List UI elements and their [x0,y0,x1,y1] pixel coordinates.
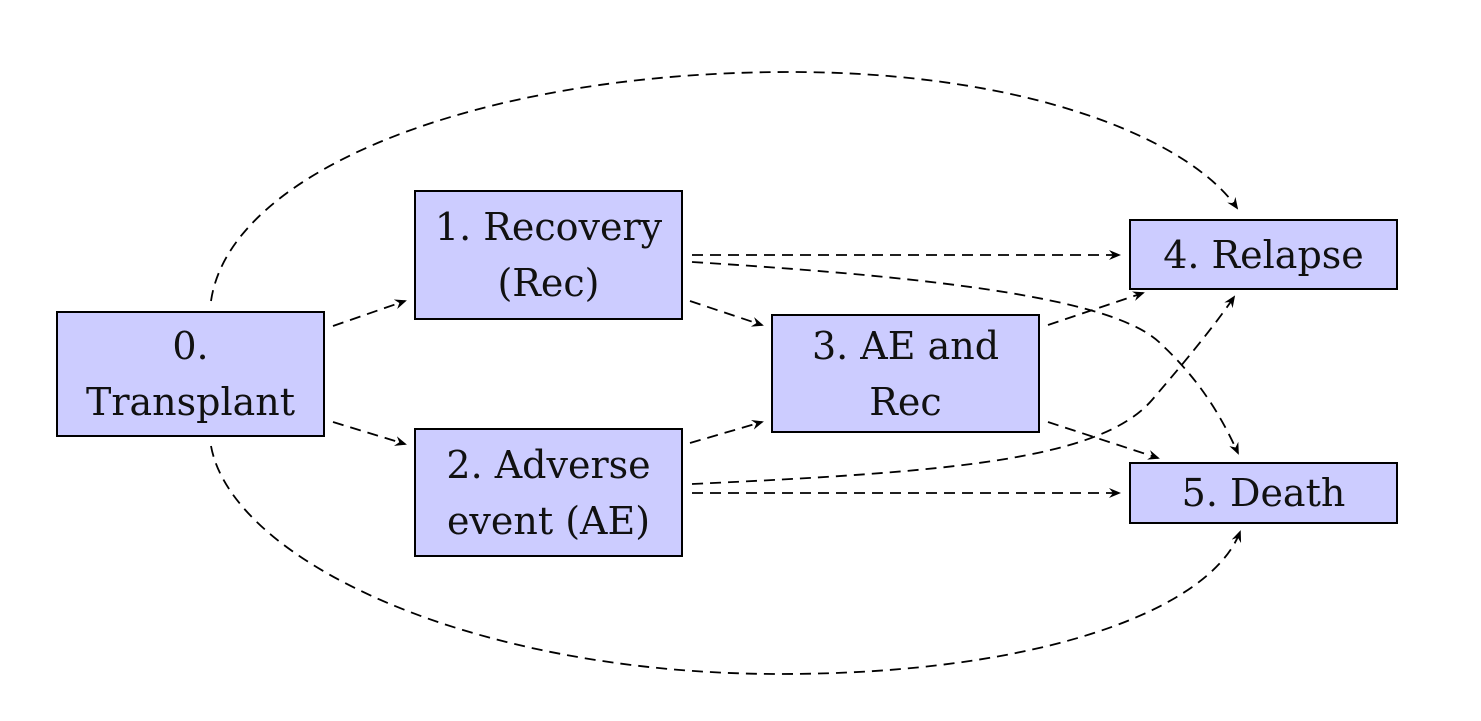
node-adverse-event-line-1: 2. Adverse [446,442,651,487]
edge-3-to-4 [1047,291,1145,326]
node-ae-and-rec-line-2: Rec [869,379,942,424]
edge-0-to-1 [332,299,407,327]
node-ae-and-rec-line-1: 3. AE and [811,323,1000,368]
node-relapse-line-1: 4. Relapse [1163,232,1364,277]
edge-2-to-3 [689,420,764,444]
node-recovery-line-1: 1. Recovery [434,205,663,249]
node-recovery-line-2: (Rec) [497,261,600,305]
edge-1-to-3 [689,300,764,327]
node-death: 5. Death [1129,462,1398,524]
edges-group [210,71,1242,675]
node-transplant-line-1: 0. [172,324,209,368]
edge-2-to-4 [691,295,1236,485]
node-ae-and-rec: 3. AE and Rec [771,314,1040,433]
edge-0-to-5 [210,445,1242,675]
edge-0-to-2 [332,421,407,446]
node-relapse: 4. Relapse [1129,219,1398,290]
node-recovery: 1. Recovery (Rec) [414,190,683,320]
node-adverse-event: 2. Adverse event (AE) [414,428,683,557]
node-transplant: 0. Transplant [56,311,325,437]
edge-0-to-4 [210,71,1239,302]
edge-3-to-5 [1047,421,1160,460]
node-death-line-1: 5. Death [1181,471,1346,515]
node-transplant-line-2: Transplant [85,380,296,424]
node-adverse-event-line-2: event (AE) [446,498,651,543]
edge-1-to-5 [691,261,1239,455]
